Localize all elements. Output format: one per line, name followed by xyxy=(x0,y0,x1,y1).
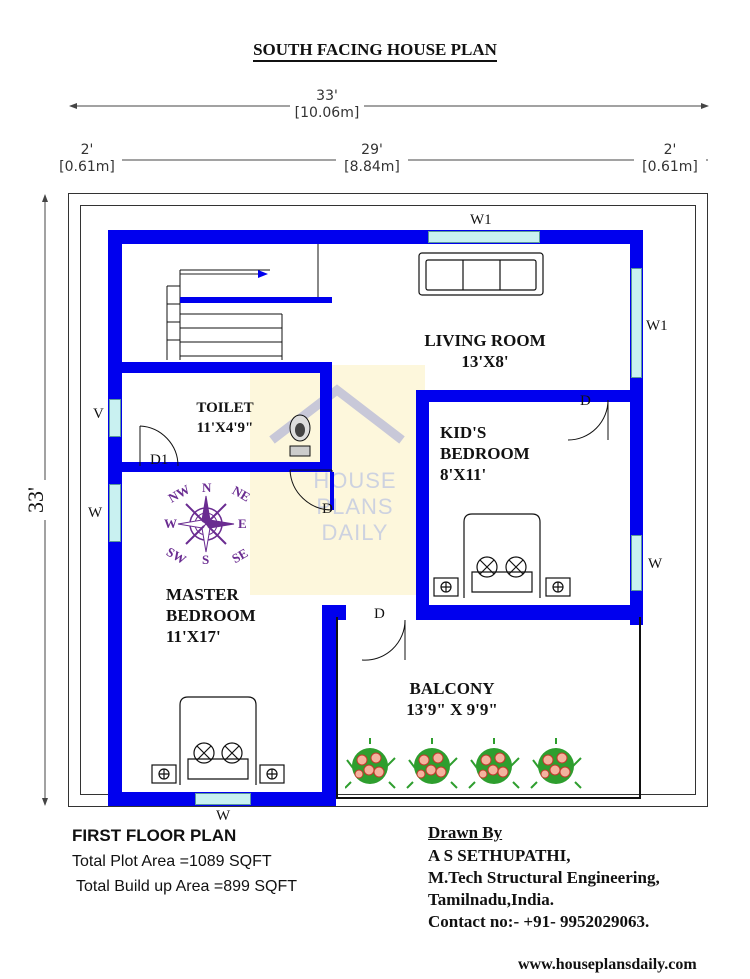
build-area: Total Build up Area =899 SQFT xyxy=(76,878,298,895)
living-toilet-wall xyxy=(122,362,332,373)
ventilator-v xyxy=(109,399,121,437)
kids-top-wall xyxy=(416,390,642,402)
balcony-plants-icon xyxy=(345,738,582,789)
balcony-railing xyxy=(336,617,641,799)
label-w1-top: W1 xyxy=(470,212,492,228)
balcony-wall-stub xyxy=(322,605,346,620)
toilet-bottom-wall xyxy=(122,462,332,472)
kids-bottom-wall xyxy=(416,605,642,620)
label-v: V xyxy=(93,406,104,422)
door-kids xyxy=(567,399,609,441)
plot-boundary xyxy=(68,193,708,807)
label-d1: D1 xyxy=(150,452,169,468)
parapet-line xyxy=(80,205,696,795)
label-w1-right: W1 xyxy=(646,318,668,334)
left-setback-dimension: 2'[0.61m] xyxy=(52,142,122,176)
door-balcony xyxy=(361,619,406,661)
compass-labels: N S E W NE NW SE SW xyxy=(163,480,253,568)
drawn-by-label: Drawn By xyxy=(428,823,503,842)
label-w-right: W xyxy=(648,556,663,572)
label-w-left: W xyxy=(88,505,103,521)
label-d-kids: D xyxy=(580,393,591,409)
toilet-right-wall xyxy=(320,362,332,465)
building-width-dimension: 29'[8.84m] xyxy=(336,142,408,176)
author-qualification: M.Tech Structural Engineering, xyxy=(428,868,660,887)
author-location: Tamilnadu,India. xyxy=(428,890,554,909)
master-bed-icon xyxy=(151,696,285,785)
label-w-bottom: W xyxy=(216,808,231,824)
overall-dimension: 33'[10.06m] xyxy=(290,88,364,122)
plot-area: Total Plot Area =1089 SQFT xyxy=(72,853,272,870)
stair-arrow-icon xyxy=(258,270,268,278)
watermark-background xyxy=(250,365,425,595)
label-d-balcony: D xyxy=(374,606,385,622)
label-d-master: D xyxy=(322,501,333,517)
website-link[interactable]: www.houseplansdaily.com xyxy=(518,956,697,973)
window-w-right xyxy=(631,535,642,591)
door-d1 xyxy=(139,425,179,467)
author-contact: Contact no:- +91- 9952029063. xyxy=(428,912,650,931)
compass-rose-icon xyxy=(177,495,235,553)
master-right-wall xyxy=(322,605,336,806)
right-setback-dimension: 2'[0.61m] xyxy=(634,142,706,176)
window-w-left xyxy=(109,484,121,542)
window-w-bottom xyxy=(195,793,251,805)
window-w1-top xyxy=(428,231,540,243)
author-name: A S SETHUPATHI, xyxy=(428,846,571,865)
plan-name: FIRST FLOOR PLAN xyxy=(72,826,237,845)
toilet-fixture-icon xyxy=(289,414,311,457)
kids-left-wall xyxy=(416,390,429,620)
plan-title: SOUTH FACING HOUSE PLAN xyxy=(0,40,750,62)
sofa-icon xyxy=(418,252,544,296)
window-w1-right xyxy=(631,268,642,378)
staircase xyxy=(166,244,332,360)
kids-bed-icon xyxy=(433,513,571,598)
